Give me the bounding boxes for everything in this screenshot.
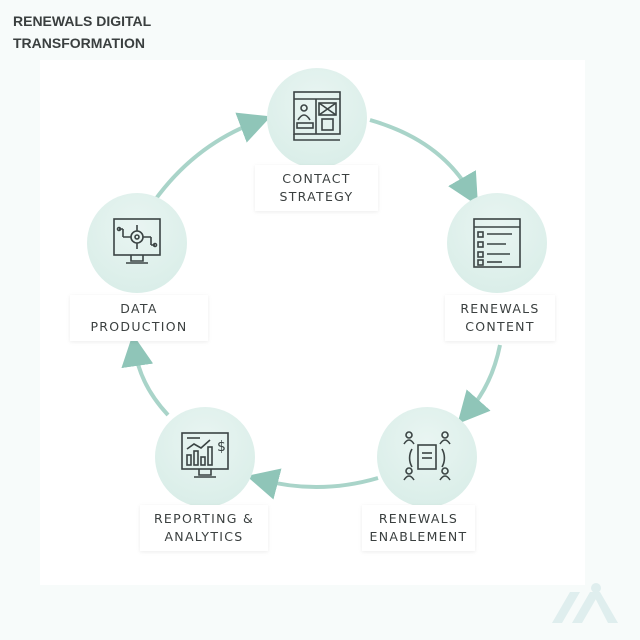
label-data-production: DATA PRODUCTION [70, 295, 208, 341]
label-contact-strategy: CONTACT STRATEGY [255, 165, 378, 211]
arrow-contact-to-content [369, 118, 479, 206]
node-renewals-enablement [377, 407, 477, 507]
node-data-production [87, 193, 187, 293]
label-line: DATA [120, 301, 158, 316]
page-title: RENEWALS DIGITAL TRANSFORMATION [13, 10, 151, 54]
arrow-enablement-to-reporting [246, 468, 379, 500]
node-renewals-content [447, 193, 547, 293]
label-line: RENEWALS [460, 301, 540, 316]
label-line: STRATEGY [279, 189, 354, 204]
node-reporting-analytics: $ [155, 407, 255, 507]
arrow-content-to-enablement [457, 344, 502, 424]
node-contact-strategy [267, 68, 367, 168]
label-line: ENABLEMENT [369, 529, 468, 544]
brand-logo [552, 583, 618, 623]
title-line-2: TRANSFORMATION [13, 35, 145, 51]
data-gear-monitor-icon [113, 218, 161, 264]
label-line: PRODUCTION [90, 319, 188, 334]
label-renewals-enablement: RENEWALS ENABLEMENT [362, 505, 475, 551]
checklist-document-icon [473, 218, 521, 268]
label-renewals-content: RENEWALS CONTENT [445, 295, 555, 341]
arrow-reporting-to-data [121, 334, 170, 417]
label-line: REPORTING & [153, 511, 255, 526]
label-line: RENEWALS [378, 511, 459, 526]
arrow-data-to-contact [153, 112, 271, 202]
title-line-1: RENEWALS DIGITAL [13, 13, 152, 29]
label-line: ANALYTICS [164, 529, 244, 544]
svg-text:$: $ [217, 439, 226, 455]
label-line: CONTENT [465, 319, 535, 334]
label-reporting-analytics: REPORTING & ANALYTICS [140, 505, 268, 551]
team-book-icon [403, 431, 451, 481]
label-line: CONTACT [282, 171, 351, 186]
analytics-monitor-icon: $ [181, 432, 229, 478]
web-layout-icon [293, 91, 341, 141]
